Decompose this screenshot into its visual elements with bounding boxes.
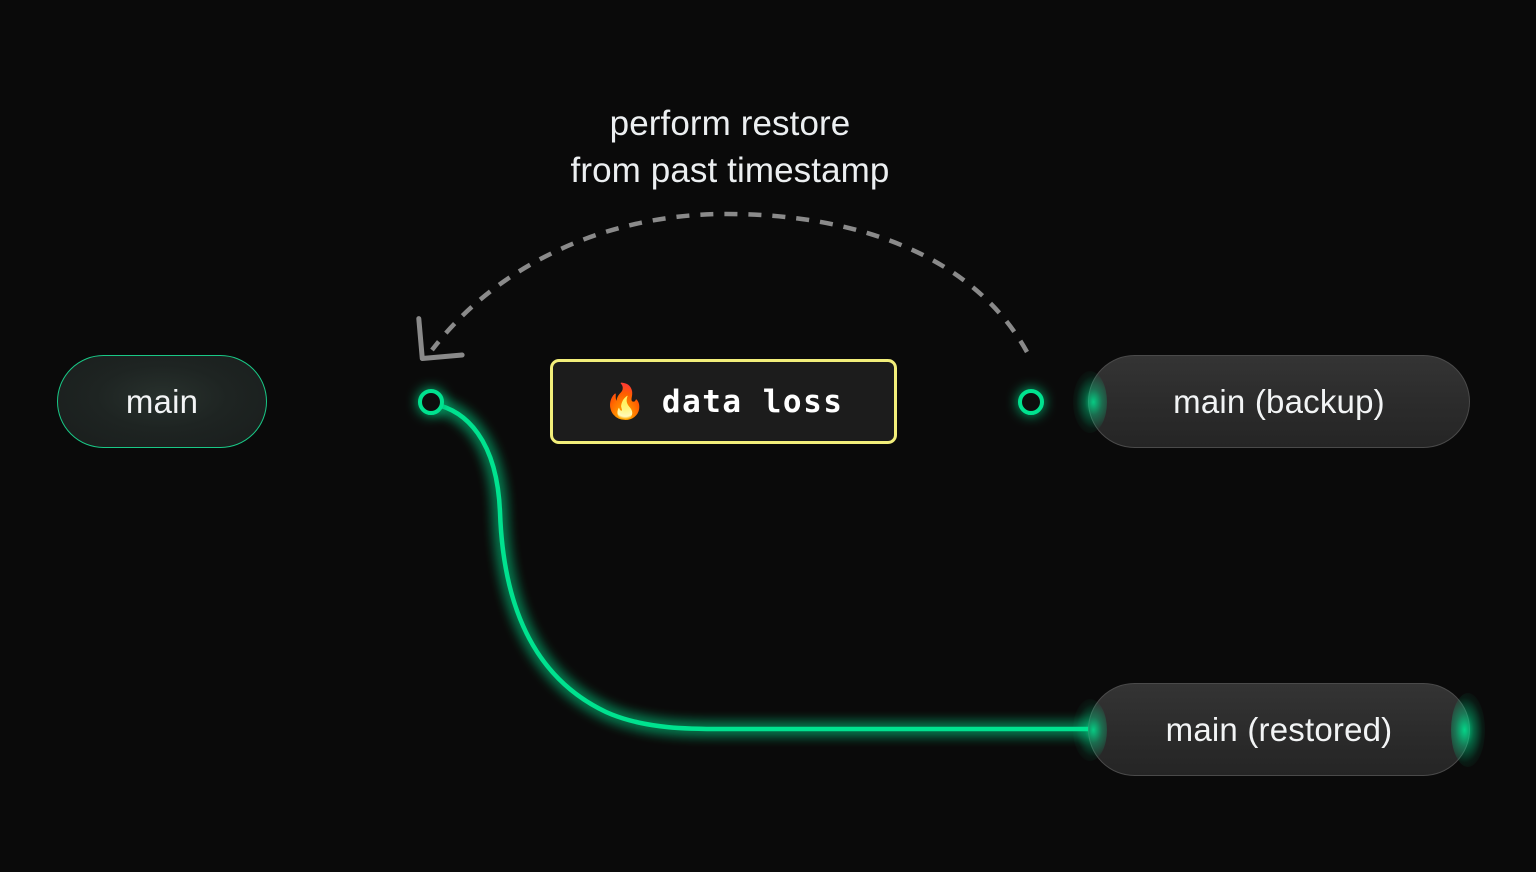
node-main-backup-label: main (backup) <box>1173 382 1385 420</box>
commit-node-left[interactable] <box>418 389 444 415</box>
node-main-restored[interactable]: main (restored) <box>1073 683 1485 776</box>
backup-connector-glow <box>1073 370 1107 433</box>
node-main-restored-label: main (restored) <box>1165 710 1393 748</box>
commit-node-right[interactable] <box>1018 389 1044 415</box>
node-main-backup[interactable]: main (backup) <box>1073 355 1470 448</box>
restore-caption: perform restore from past timestamp <box>570 104 890 190</box>
restore-arrowhead-icon <box>416 316 465 362</box>
edge-commit-to-restored-branch <box>430 401 1095 732</box>
node-main[interactable]: main <box>0 296 328 509</box>
fire-icon: 🔥 <box>603 382 646 421</box>
restore-arrow-path <box>430 211 1029 354</box>
data-loss-event[interactable]: 🔥 data loss <box>550 359 897 444</box>
data-loss-label: data loss <box>661 383 844 420</box>
restored-connector-glow-left <box>1073 698 1107 761</box>
node-main-label: main <box>125 382 199 420</box>
restored-connector-glow-right <box>1451 692 1485 767</box>
